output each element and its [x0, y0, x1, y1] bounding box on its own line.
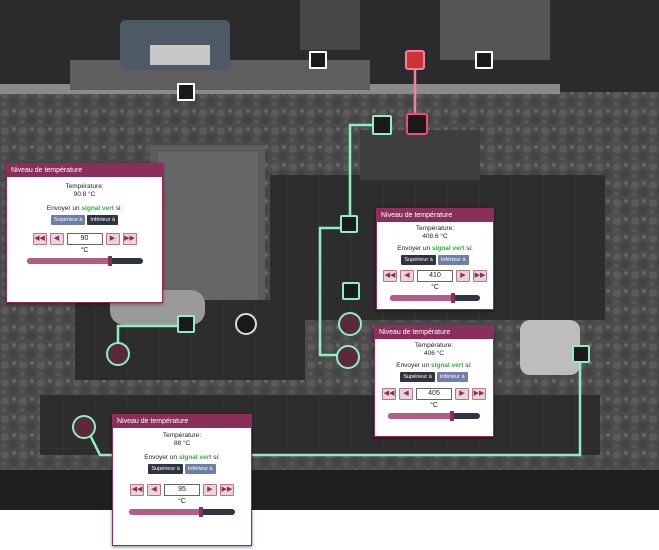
- sensor-icon[interactable]: [72, 415, 96, 439]
- send-signal-text: Envoyer un signal vert si:: [46, 205, 123, 212]
- sensor-icon[interactable]: [235, 313, 257, 335]
- temperature-sensor-panel: Niveau de température Température: 406 °…: [374, 325, 494, 437]
- sensor-icon[interactable]: [572, 345, 590, 363]
- increase-icon[interactable]: ▶: [455, 388, 469, 400]
- increase-large-icon[interactable]: ▶▶: [473, 270, 487, 282]
- sensor-icon[interactable]: [405, 50, 425, 70]
- above-button[interactable]: Supérieur à: [401, 255, 436, 265]
- sensor-icon[interactable]: [406, 113, 428, 135]
- base-map: [0, 0, 659, 510]
- above-button[interactable]: Supérieur à: [50, 215, 86, 225]
- panel-title: Niveau de température: [375, 326, 493, 339]
- threshold-input[interactable]: 405: [416, 388, 452, 400]
- threshold-input[interactable]: 410: [417, 270, 453, 282]
- decrease-icon[interactable]: ◀: [400, 270, 414, 282]
- sensor-icon[interactable]: [106, 342, 130, 366]
- send-signal-text: Envoyer un signal vert si:: [397, 245, 473, 252]
- temperature-value: 90.8 °C: [73, 191, 96, 198]
- sensor-icon[interactable]: [372, 115, 392, 135]
- above-button[interactable]: Supérieur à: [400, 372, 435, 382]
- increase-icon[interactable]: ▶: [203, 484, 217, 496]
- decrease-large-icon[interactable]: ◀◀: [382, 388, 396, 400]
- temperature-value: 408.6 °C: [422, 233, 448, 240]
- sensor-icon[interactable]: [342, 282, 360, 300]
- below-button[interactable]: Inférieur à: [437, 255, 469, 265]
- unit-label: °C: [80, 247, 89, 254]
- panel-title: Niveau de température: [7, 164, 162, 177]
- unit-label: °C: [178, 498, 186, 505]
- sensor-icon[interactable]: [177, 315, 195, 333]
- panel-title: Niveau de température: [377, 209, 493, 222]
- decrease-large-icon[interactable]: ◀◀: [130, 484, 144, 496]
- increase-icon[interactable]: ▶: [105, 233, 120, 245]
- below-button[interactable]: Inférieur à: [436, 372, 468, 382]
- temperature-value: 406 °C: [424, 350, 444, 357]
- decrease-icon[interactable]: ◀: [147, 484, 161, 496]
- temperature-sensor-panel: Niveau de température Température: 408.6…: [376, 208, 494, 310]
- sensor-icon[interactable]: [475, 51, 493, 69]
- sensor-icon[interactable]: [177, 83, 195, 101]
- temperature-value: 88 °C: [173, 440, 191, 447]
- unit-label: °C: [430, 402, 438, 409]
- sensor-icon[interactable]: [340, 215, 358, 233]
- temperature-label: Température:: [414, 342, 454, 349]
- above-button[interactable]: Supérieur à: [148, 464, 183, 474]
- threshold-slider[interactable]: [390, 293, 480, 303]
- decrease-large-icon[interactable]: ◀◀: [383, 270, 397, 282]
- sensor-icon[interactable]: [336, 345, 360, 369]
- increase-large-icon[interactable]: ▶▶: [220, 484, 234, 496]
- unit-label: °C: [431, 284, 439, 291]
- decrease-icon[interactable]: ◀: [49, 233, 64, 245]
- temperature-label: Température:: [415, 225, 455, 232]
- below-button[interactable]: Inférieur à: [87, 215, 119, 225]
- temperature-label: Température:: [162, 432, 202, 439]
- increase-large-icon[interactable]: ▶▶: [122, 233, 137, 245]
- threshold-slider[interactable]: [129, 507, 235, 517]
- decrease-large-icon[interactable]: ◀◀: [32, 233, 47, 245]
- panel-title: Niveau de température: [113, 415, 251, 428]
- sensor-icon[interactable]: [338, 312, 362, 336]
- decrease-icon[interactable]: ◀: [399, 388, 413, 400]
- increase-icon[interactable]: ▶: [456, 270, 470, 282]
- threshold-slider[interactable]: [26, 256, 143, 266]
- sensor-icon[interactable]: [309, 51, 327, 69]
- threshold-input[interactable]: 90: [66, 233, 103, 245]
- temperature-label: Température:: [65, 183, 104, 190]
- temperature-sensor-panel: Niveau de température Température: 90.8 …: [6, 163, 163, 303]
- game-scene[interactable]: [0, 0, 659, 510]
- below-button[interactable]: Inférieur à: [184, 464, 216, 474]
- threshold-input[interactable]: 95: [164, 484, 200, 496]
- increase-large-icon[interactable]: ▶▶: [472, 388, 486, 400]
- send-signal-text: Envoyer un signal vert si:: [144, 454, 220, 461]
- send-signal-text: Envoyer un signal vert si:: [396, 362, 472, 369]
- temperature-sensor-panel: Niveau de température Température: 88 °C…: [112, 414, 252, 546]
- threshold-slider[interactable]: [388, 411, 480, 421]
